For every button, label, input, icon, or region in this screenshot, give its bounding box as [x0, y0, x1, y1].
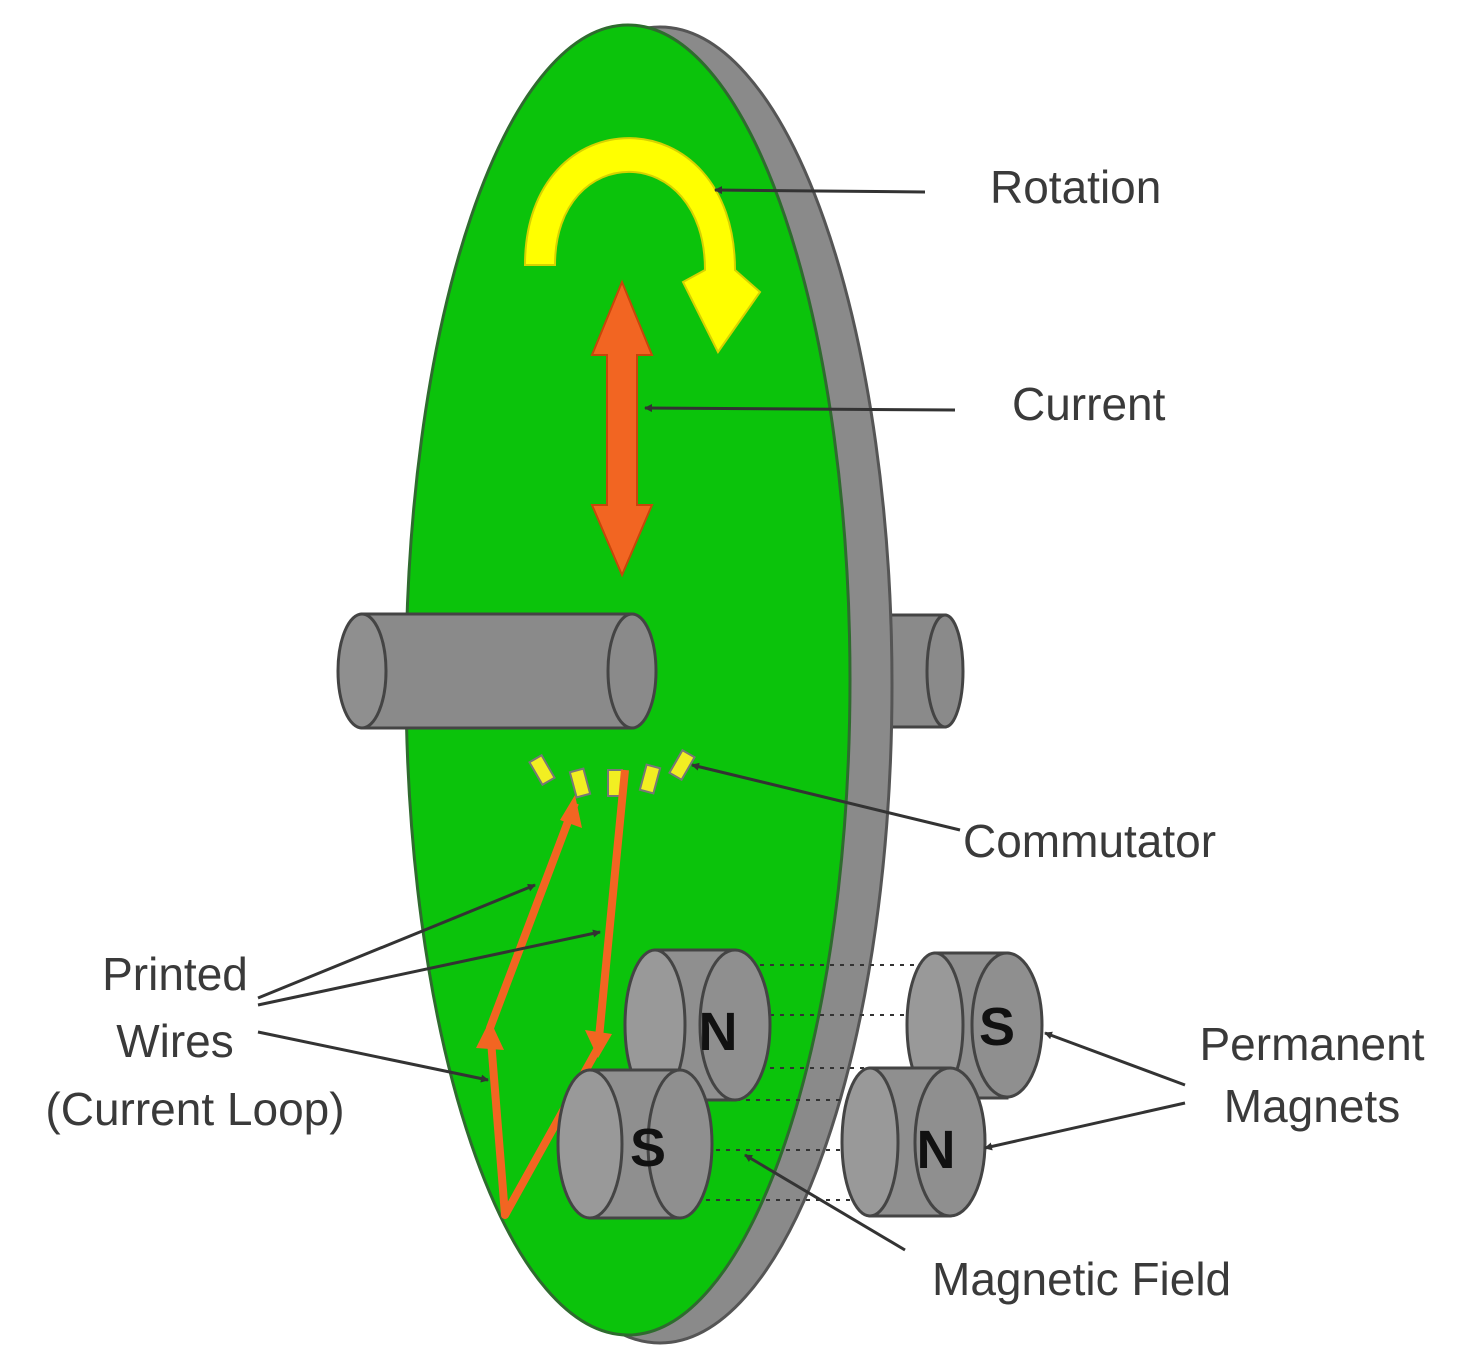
label-commutator: Commutator — [963, 815, 1216, 867]
leader-wires-1 — [257, 883, 536, 1000]
leader-magnets-2 — [984, 1101, 1186, 1151]
label-permanent-magnets-line-1: Permanent — [1199, 1018, 1424, 1070]
label-printed-wires-line-2: Wires — [116, 1015, 234, 1067]
pole-label-front-bottom: S — [630, 1118, 666, 1178]
magnet-back-top: S — [905, 951, 1044, 1100]
rotation-arrow — [523, 137, 762, 354]
label-permanent-magnets-line-2: Magnets — [1224, 1080, 1400, 1132]
leader-rotation — [714, 186, 926, 195]
label-printed-wires-line-1: Printed — [102, 948, 248, 1000]
shaft-front — [336, 612, 658, 730]
leader-current — [644, 404, 956, 413]
leader-wires-3 — [257, 1030, 489, 1083]
label-current: Current — [1012, 378, 1166, 430]
current-loop — [476, 769, 629, 1219]
leader-magnets-1 — [1044, 1031, 1186, 1087]
commutator — [528, 748, 696, 799]
leader-wires-2 — [257, 929, 601, 1007]
magnetic-field-lines — [676, 961, 959, 1204]
magnet-back-bottom: N — [840, 1066, 987, 1218]
pole-label-front-top: N — [699, 1002, 738, 1062]
magnet-front-top: N — [623, 948, 772, 1102]
leader-commutator — [691, 762, 961, 832]
label-printed-wires-line-3: (Current Loop) — [45, 1083, 344, 1135]
shaft-back — [883, 613, 965, 729]
current-arrow — [590, 279, 654, 578]
magnet-front-bottom: S — [556, 1068, 714, 1220]
leader-lines — [257, 186, 1186, 1252]
label-magnetic-field: Magnetic Field — [932, 1253, 1231, 1305]
label-rotation: Rotation — [990, 161, 1161, 213]
pole-label-back-top: S — [979, 997, 1015, 1057]
leader-field — [744, 1153, 906, 1252]
pole-label-back-bottom: N — [917, 1120, 956, 1180]
